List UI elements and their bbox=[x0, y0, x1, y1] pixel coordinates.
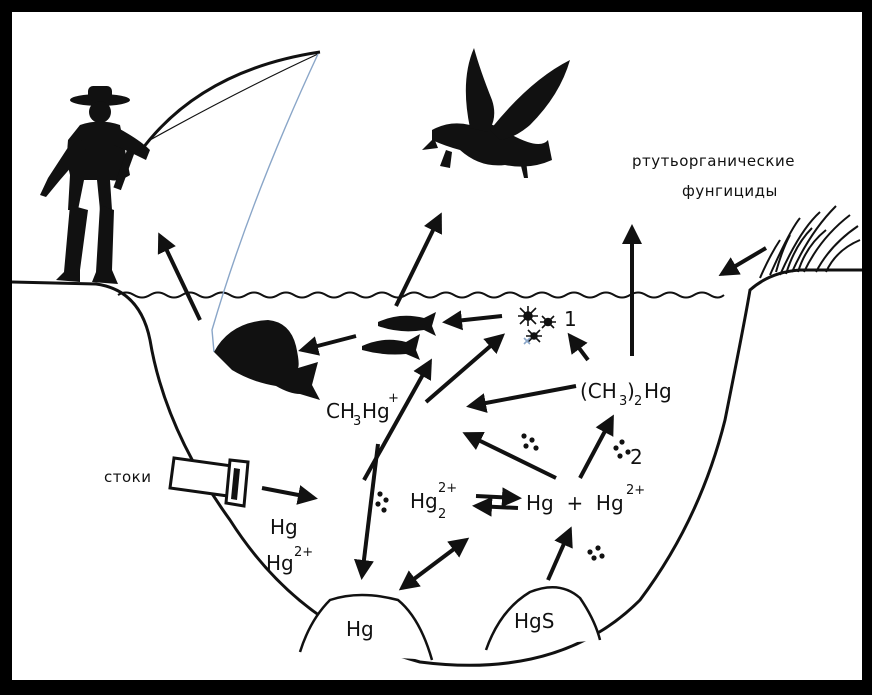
svg-text:2+: 2+ bbox=[294, 545, 313, 560]
organomercury-label-line1: ртутьорганические bbox=[632, 152, 795, 170]
organomercury-label-line2: фунгициды bbox=[682, 182, 778, 200]
svg-text:Hg: Hg bbox=[362, 399, 390, 423]
svg-text:2: 2 bbox=[438, 507, 446, 522]
svg-text:2+: 2+ bbox=[438, 481, 457, 496]
svg-text:2+: 2+ bbox=[626, 483, 645, 498]
svg-text:Hg: Hg bbox=[410, 489, 438, 513]
svg-text:Hg: Hg bbox=[266, 551, 294, 575]
arrow-hg-to-mercurous bbox=[476, 506, 518, 508]
runoff-hg-label: Hg bbox=[270, 515, 298, 539]
svg-text:CH: CH bbox=[326, 399, 355, 423]
runoff-label: стоки bbox=[104, 468, 151, 486]
svg-text:3: 3 bbox=[353, 414, 361, 429]
svg-text:2: 2 bbox=[634, 394, 642, 409]
svg-text:Hg + Hg: Hg + Hg bbox=[526, 491, 624, 515]
svg-text:Hg: Hg bbox=[644, 379, 672, 403]
diagram-panel bbox=[12, 12, 862, 680]
svg-text:(CH: (CH bbox=[580, 379, 617, 403]
svg-text:+: + bbox=[388, 391, 399, 406]
sediment-hgs-label: HgS bbox=[514, 609, 554, 633]
marker-1-label: 1 bbox=[564, 307, 577, 331]
arrow-mercurous-to-hg bbox=[476, 496, 518, 498]
marker-2-label: 2 bbox=[630, 445, 643, 469]
sediment-hg-label: Hg bbox=[346, 617, 374, 641]
